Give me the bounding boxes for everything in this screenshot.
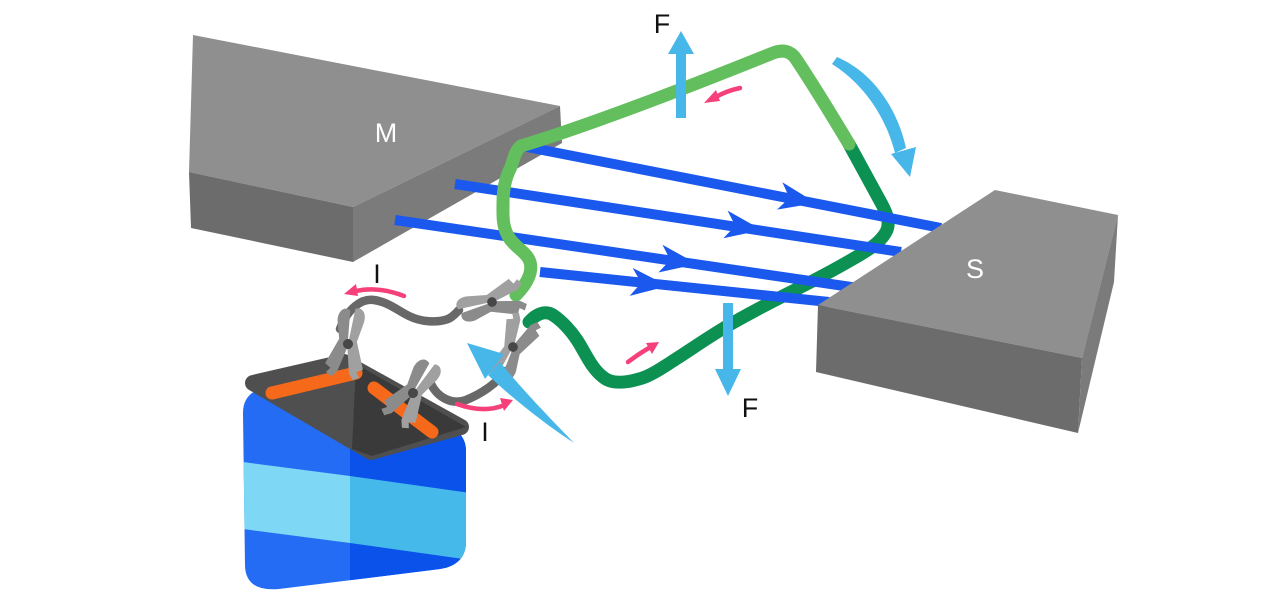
rotation-arrows <box>467 57 916 443</box>
battery-terminal-right <box>367 381 439 439</box>
force-arrows: F F <box>654 9 759 423</box>
wire-loop-near-segment <box>496 44 856 302</box>
current-arrow-bottom-wire <box>625 342 659 365</box>
field-arrowhead-1 <box>777 182 816 210</box>
force-top-label: F <box>654 9 671 39</box>
magnet-m-top-face <box>189 35 560 207</box>
current-arrows: I I <box>344 85 743 447</box>
rotation-arrow-top-right <box>832 57 916 177</box>
magnet-m-label: M <box>375 118 398 148</box>
force-down-arrow <box>715 303 741 396</box>
magnet-s: S <box>816 190 1118 433</box>
magnet-s-side-face <box>1078 215 1118 433</box>
battery-stripe-cyan-right <box>350 476 466 561</box>
loop-wire-light-green <box>496 44 856 302</box>
battery <box>243 354 469 590</box>
magnet-s-top-face <box>818 190 1118 358</box>
force-bottom-label: F <box>742 393 759 423</box>
lead-wire-left <box>335 295 464 334</box>
force-up-arrow <box>668 31 694 118</box>
field-line-1 <box>521 141 942 233</box>
magnet-s-front-face <box>816 305 1082 433</box>
battery-terminal-left <box>265 366 363 400</box>
field-line-2 <box>454 179 902 257</box>
current-arrow-top-wire <box>704 85 743 103</box>
magnet-s-label: S <box>966 254 984 284</box>
magnet-m-front-face <box>189 172 353 262</box>
loop-wire-dark-green <box>522 137 895 389</box>
current-arrow-right-lead <box>454 398 513 412</box>
field-line-4 <box>539 267 830 307</box>
current-arrow-left-lead <box>344 284 407 299</box>
field-arrowhead-3 <box>658 244 697 273</box>
field-line-3 <box>394 215 859 293</box>
field-lines <box>394 141 942 307</box>
battery-stripe-cyan-left <box>243 461 350 543</box>
field-arrowhead-2 <box>723 210 762 239</box>
wire-loop-far-segment <box>522 137 895 389</box>
current-bottom-label: I <box>481 417 489 447</box>
current-left-label: I <box>373 259 381 289</box>
field-arrowhead-4 <box>629 268 668 296</box>
rotation-arrow-bottom-left <box>467 343 574 443</box>
